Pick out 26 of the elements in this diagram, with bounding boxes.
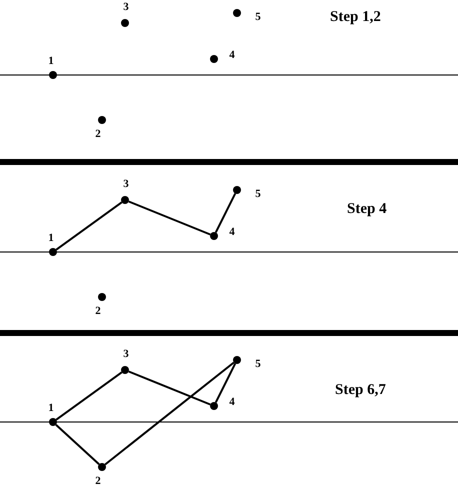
connector-line — [128, 200, 211, 236]
point-number: 3 — [122, 1, 130, 13]
connector-line — [56, 372, 122, 420]
point-number: 1 — [47, 55, 55, 67]
connector-line — [56, 202, 122, 250]
step-label: Step 6,7 — [335, 382, 386, 399]
point-number: 1 — [47, 232, 55, 244]
point-number: 4 — [228, 396, 236, 408]
point-number: 2 — [94, 305, 102, 317]
point-number: 4 — [228, 49, 236, 61]
point-number: 5 — [254, 188, 262, 200]
connector-line — [214, 363, 236, 403]
connector-line — [214, 193, 236, 233]
point-number: 5 — [254, 11, 262, 23]
connector-line — [55, 424, 100, 466]
point-number: 2 — [94, 475, 102, 487]
step-label: Step 1,2 — [330, 9, 381, 26]
point-number: 5 — [254, 358, 262, 370]
step-label: Step 4 — [347, 201, 387, 218]
point-number: 3 — [122, 178, 130, 190]
point-number: 3 — [122, 348, 130, 360]
connector-line — [104, 362, 234, 466]
point-number: 1 — [47, 402, 55, 414]
point-number: 4 — [228, 226, 236, 238]
connector-line — [128, 370, 211, 406]
point-number: 2 — [94, 128, 102, 140]
